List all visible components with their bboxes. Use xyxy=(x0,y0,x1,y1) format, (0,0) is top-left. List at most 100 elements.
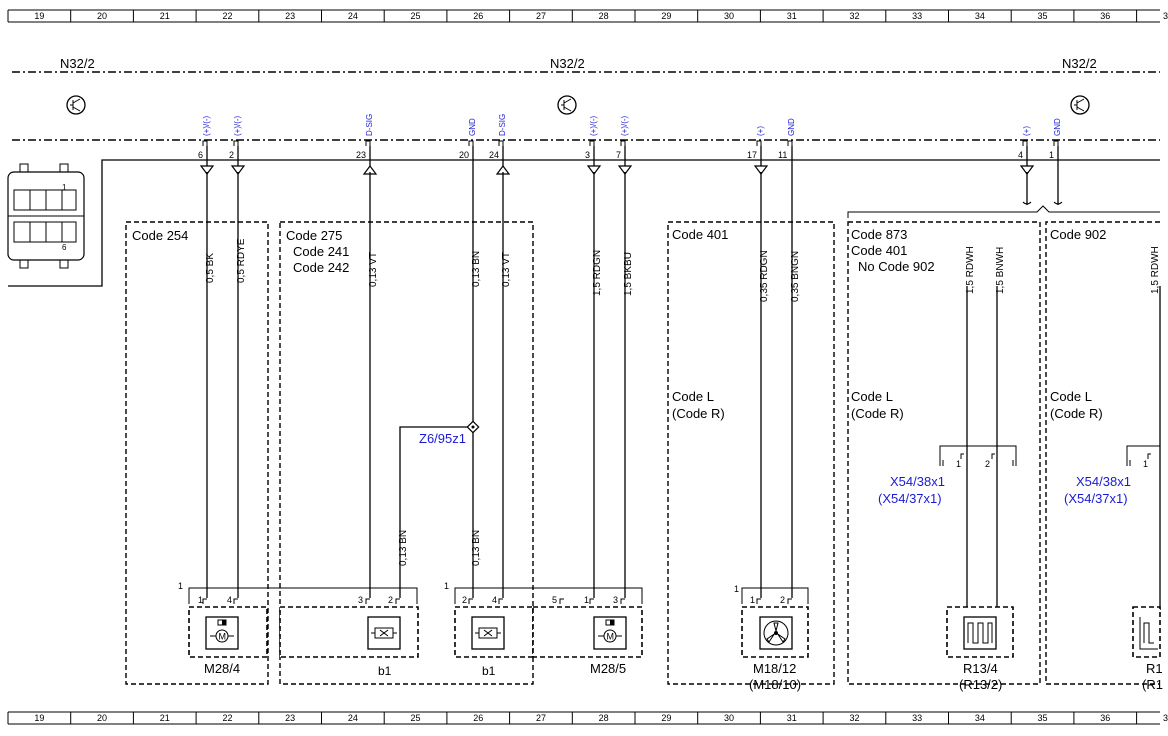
code-label: (Code R) xyxy=(851,406,904,421)
x54-pin-2: 2 xyxy=(985,459,990,469)
ruler-number: 21 xyxy=(160,713,170,723)
component-label: M18/12 xyxy=(753,661,796,676)
ruler-number: 26 xyxy=(473,713,483,723)
wire-label: 0,13 BN xyxy=(471,530,482,566)
module-pin: 6(+)/(-) xyxy=(198,115,215,175)
pin-number: 2 xyxy=(780,595,785,605)
module-pin: 24 D-SIG xyxy=(489,114,511,175)
module-label-right: N32/2 xyxy=(1062,56,1097,71)
heater-icon xyxy=(963,616,997,650)
motor-icon: M xyxy=(205,616,239,650)
module-boundary xyxy=(12,71,1160,141)
pin-number: 23 xyxy=(356,150,366,160)
module-pin: 23 D-SIG xyxy=(356,114,378,175)
module-label-left: N32/2 xyxy=(60,56,95,71)
wire-label: 0,35 RDGN xyxy=(759,250,770,302)
pin-number: 4 xyxy=(1018,150,1023,160)
ruler-number: 29 xyxy=(661,713,671,723)
component-label: R13/4 xyxy=(963,661,998,676)
module-pin: 17 (+) xyxy=(747,126,769,175)
ruler-number: 32 xyxy=(849,713,859,723)
component-label: b1 xyxy=(482,664,496,678)
pin-number: 2 xyxy=(229,150,234,160)
pin-number: 5 xyxy=(552,595,557,605)
svg-text:M: M xyxy=(219,632,227,642)
ruler-number: 34 xyxy=(975,713,985,723)
ruler-number: 31 xyxy=(787,11,797,21)
wire-label: 1,5 RDWH xyxy=(1150,246,1161,294)
pin-signal: D-SIG xyxy=(498,114,507,136)
splice-label: Z6/95z1 xyxy=(419,431,466,446)
x54-connector xyxy=(939,445,1160,466)
pin-signal: (+)/(-) xyxy=(202,115,211,136)
wire-label: 0,13 BN xyxy=(471,251,482,287)
module-pin: 4(+) xyxy=(1018,126,1035,175)
wire-label: 0,5 BK xyxy=(205,253,216,283)
wire-label: 1,5 BKBU xyxy=(623,252,634,296)
x54-label-alt: (X54/37x1) xyxy=(878,491,942,506)
ruler-number: 33 xyxy=(912,713,922,723)
wire-label: 0,13 VT xyxy=(368,252,379,287)
wire-label: 0,5 RDYE xyxy=(236,238,247,283)
pin-number: 1 xyxy=(444,581,449,591)
pin-number: 11 xyxy=(778,150,787,160)
component-label: R1 xyxy=(1146,661,1163,676)
ruler-number: 23 xyxy=(285,11,295,21)
pin-number: 17 xyxy=(747,150,757,160)
ruler-number: 35 xyxy=(1038,713,1048,723)
ruler-number: 27 xyxy=(536,11,546,21)
ruler-number: 20 xyxy=(97,11,107,21)
ruler-number: 31 xyxy=(787,713,797,723)
component-label-alt: (R13/2) xyxy=(959,677,1002,692)
pin-number: 1 xyxy=(198,595,203,605)
module-pin: 7(+)/(-) xyxy=(616,115,633,175)
pin-number: 24 xyxy=(489,150,499,160)
transistor-icon xyxy=(1070,95,1090,115)
code-label: Code 873 xyxy=(851,227,907,242)
code-boxes xyxy=(125,221,1160,685)
x54-pin-1: 1 xyxy=(956,459,961,469)
connector-picture xyxy=(7,159,1160,287)
ruler-number: 19 xyxy=(34,713,44,723)
ruler-number: 24 xyxy=(348,11,358,21)
ruler-number: 22 xyxy=(222,11,232,21)
code-label: Code 902 xyxy=(1050,227,1106,242)
pin-number: 1 xyxy=(1049,150,1054,160)
ruler-number: 30 xyxy=(724,11,734,21)
code-label: Code L xyxy=(672,389,714,404)
ruler-number: 29 xyxy=(661,11,671,21)
ruler-number: 28 xyxy=(599,11,609,21)
component-connectors xyxy=(188,587,809,604)
pin-signal: (+) xyxy=(756,126,765,136)
pin-signal: D-SIG xyxy=(365,114,374,136)
ruler-number: 24 xyxy=(348,713,358,723)
hall-sensor-icon xyxy=(471,616,505,650)
ruler-number: 33 xyxy=(912,11,922,21)
x54-label-alt: (X54/37x1) xyxy=(1064,491,1128,506)
pin-number: 1 xyxy=(734,584,739,594)
pin-number: 4 xyxy=(227,595,232,605)
code-label: Code 254 xyxy=(132,228,188,243)
ruler-number: 23 xyxy=(285,713,295,723)
ruler-number: 22 xyxy=(222,713,232,723)
ruler-ticks: 1919202021212222232324242525262627272828… xyxy=(7,10,1168,724)
x54-label: X54/38x1 xyxy=(890,474,945,489)
ruler-number: 25 xyxy=(411,713,421,723)
code-label: Code L xyxy=(851,389,893,404)
ruler-number: 25 xyxy=(411,11,421,21)
fan-icon xyxy=(759,616,793,650)
wire-label: 1,5 RDWH xyxy=(965,246,976,294)
top-ruler xyxy=(8,9,1160,23)
pin-number: 3 xyxy=(613,595,618,605)
pin-signal: (+)/(-) xyxy=(620,115,629,136)
ruler-number: 20 xyxy=(97,713,107,723)
code-label: No Code 902 xyxy=(858,259,935,274)
wire-label: 0,13 VT xyxy=(501,252,512,287)
splice-point xyxy=(466,420,480,434)
wire-label: 0,13 BN xyxy=(398,530,409,566)
pin-signal: (+)/(-) xyxy=(589,115,598,136)
wire-label: 1,5 RDGN xyxy=(592,250,603,296)
wires xyxy=(206,146,1161,610)
